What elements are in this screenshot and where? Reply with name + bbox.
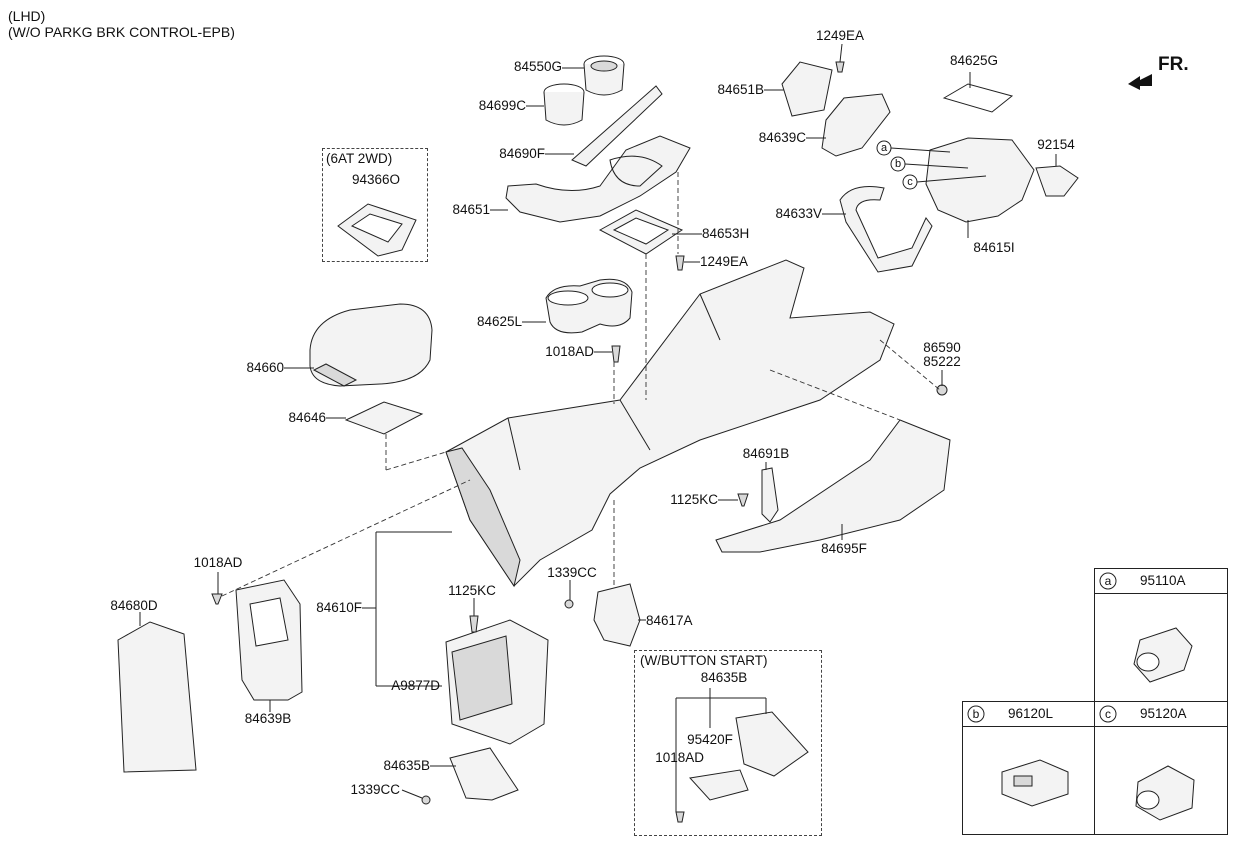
armrest-84660 <box>309 303 433 387</box>
bracket-84617A <box>593 583 641 647</box>
pad-84646 <box>344 401 424 435</box>
rear-cover-84680D <box>117 621 197 773</box>
legend-part-icons <box>1001 627 1195 821</box>
part-label: A9877D <box>391 678 440 693</box>
part-label: 84651B <box>717 82 764 97</box>
side-panel-84695F <box>715 419 951 553</box>
group-box-6at-2wd <box>322 148 428 262</box>
legend-part-c: 95120A <box>1140 706 1187 721</box>
assembly-dashed-lines <box>221 172 941 597</box>
legend-letter-b: b <box>972 707 980 721</box>
part-label: 84625G <box>949 53 999 68</box>
part-label: 1018AD <box>545 344 594 359</box>
part-label: 84653H <box>702 226 750 241</box>
header-lhd: (LHD) <box>8 8 46 24</box>
part-label: 84615I <box>973 240 1015 255</box>
bracket-84691B <box>761 467 779 523</box>
power-outlet-icon <box>1135 765 1195 821</box>
panel-84639C <box>821 93 891 157</box>
trim-84690F <box>571 85 663 167</box>
part-label: 84639B <box>244 711 292 726</box>
part-label: 84550G <box>513 59 562 74</box>
part-label: 84680D <box>110 598 158 613</box>
part-label: 1018AD <box>193 555 243 570</box>
part-label: 84617A <box>646 613 693 628</box>
part-label: 84639C <box>758 130 806 145</box>
callout-b: b <box>894 158 902 170</box>
leader-lines <box>139 43 1057 812</box>
part-label: 1125KC <box>448 583 496 598</box>
part-label: 84690F <box>499 146 545 161</box>
group-label-6at-2wd: (6AT 2WD) <box>326 151 393 166</box>
part-92154 <box>1035 165 1079 197</box>
part-label: 92154 <box>1037 137 1075 152</box>
cup-holder-84625L <box>545 278 633 334</box>
part-label: 84699C <box>478 98 526 113</box>
part-label: 1339CC <box>547 565 597 580</box>
legend-letter-c: c <box>1105 707 1111 721</box>
part-label: 1125KC <box>670 492 718 507</box>
part-label: 84625L <box>476 314 522 329</box>
part-label: 1249EA <box>700 254 749 269</box>
mat-84625G <box>942 83 1014 113</box>
part-label: 94366O <box>351 172 401 187</box>
bracket-95420F <box>689 769 749 801</box>
front-direction-label: FR. <box>1158 54 1189 75</box>
group-box-button-start <box>634 650 822 836</box>
callout-a: a <box>880 142 888 154</box>
panel-84615I <box>925 137 1035 223</box>
part-label: 84633V <box>775 206 822 221</box>
part-label: 1249EA <box>815 28 865 43</box>
bracket-84635B-lower <box>449 747 519 801</box>
part-label: 86590 <box>923 340 961 355</box>
panel-84651B <box>781 61 833 117</box>
cup-holder-84550G <box>583 55 625 96</box>
part-label: 84635B <box>383 758 430 773</box>
part-label: 95420F <box>687 732 733 747</box>
trim-84633V <box>839 186 933 273</box>
part-label: 1339CC <box>350 782 400 797</box>
shifter-bezel-94366O <box>337 203 417 257</box>
usb-port-icon <box>1001 759 1069 807</box>
legend-head-c <box>1094 701 1228 727</box>
part-label: 84660 <box>246 360 284 375</box>
part-label: 84695F <box>821 541 867 556</box>
group-label-button-start: (W/BUTTON START) <box>640 653 768 668</box>
part-label: 84610F <box>316 600 362 615</box>
cup-holder-84699C <box>543 83 585 126</box>
storage-box-A9877D <box>445 619 549 745</box>
part-label: 84651 <box>452 202 490 217</box>
part-label: 84691B <box>742 446 790 461</box>
legend-head-a <box>1094 568 1228 594</box>
front-arrow-icon <box>1128 74 1152 90</box>
legend-part-b: 96120L <box>1008 706 1054 721</box>
legend-part-a: 95110A <box>1140 573 1186 588</box>
callout-c: c <box>907 176 913 188</box>
part-label: 1018AD <box>655 750 704 765</box>
lighter-socket-icon <box>1133 627 1193 683</box>
part-label: 85222 <box>923 354 961 369</box>
legend-letter-a: a <box>1104 574 1112 588</box>
part-label: 84635B <box>700 670 748 685</box>
part-label: 84646 <box>288 410 326 425</box>
header-condition: (W/O PARKG BRK CONTROL-EPB) <box>8 24 235 40</box>
